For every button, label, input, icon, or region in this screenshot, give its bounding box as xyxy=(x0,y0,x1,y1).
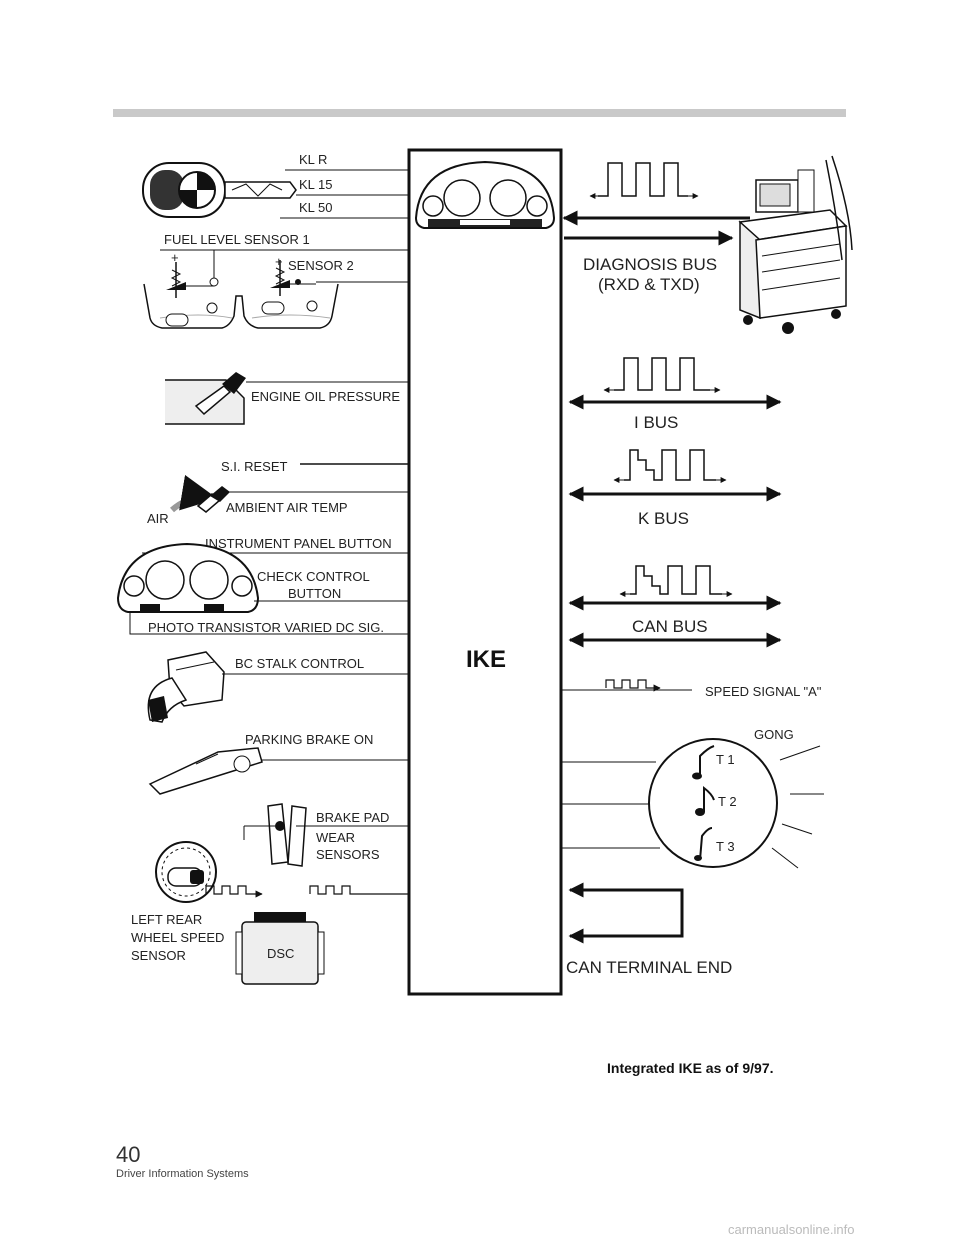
i-bus-pulse xyxy=(614,357,710,391)
watermark: carmanualsonline.info xyxy=(728,1222,855,1237)
ignition-key-icon xyxy=(142,162,297,218)
section-title: Driver Information Systems xyxy=(116,1168,249,1180)
sensors-label: SENSORS xyxy=(316,847,380,862)
kl-50-label: KL 50 xyxy=(299,200,333,215)
photo-transistor-label: PHOTO TRANSISTOR VARIED DC SIG. xyxy=(148,620,384,635)
top-rule xyxy=(113,109,846,117)
bc-stalk-label: BC STALK CONTROL xyxy=(235,656,364,671)
instrument-cluster-icon xyxy=(116,542,260,613)
fuel-sensor-1-label: FUEL LEVEL SENSOR 1 xyxy=(164,232,310,247)
parking-brake-icon xyxy=(148,747,263,795)
gong-circle xyxy=(648,738,824,869)
can-bus-pulse xyxy=(630,565,722,595)
wheel-speed-sensor-icon xyxy=(155,841,217,903)
bc-stalk-icon xyxy=(147,651,225,723)
k-bus-pulse xyxy=(624,449,716,481)
diagnosis-bus-label-1: DIAGNOSIS BUS xyxy=(583,255,717,274)
note-icon-t1 xyxy=(692,745,715,780)
diagnosis-pulse xyxy=(598,162,688,197)
dsc-label: DSC xyxy=(267,946,294,961)
fuel-sensor-2-label: SENSOR 2 xyxy=(288,258,354,273)
ambient-temp-sensor-icon xyxy=(170,474,230,513)
wheel-speed-pulse xyxy=(205,885,263,898)
plus-sign-2: + xyxy=(275,254,283,269)
brake-pad-icon xyxy=(243,803,307,867)
ike-cluster-icon xyxy=(414,160,556,229)
ike-label: IKE xyxy=(466,646,506,673)
can-terminal-loop xyxy=(570,888,684,938)
left-rear-label-3: SENSOR xyxy=(131,948,186,963)
figure-caption: Integrated IKE as of 9/97. xyxy=(607,1060,774,1076)
t2-label: T 2 xyxy=(718,794,737,809)
left-rear-label-1: LEFT REAR xyxy=(131,912,202,927)
can-terminal-label: CAN TERMINAL END xyxy=(566,958,732,977)
can-bus-label: CAN BUS xyxy=(632,617,708,636)
wear-label: WEAR xyxy=(316,830,355,845)
t3-label: T 3 xyxy=(716,839,735,854)
plus-sign-1: + xyxy=(171,250,179,265)
parking-brake-label: PARKING BRAKE ON xyxy=(245,732,373,747)
ike-module-box xyxy=(407,148,563,996)
kl-r-label: KL R xyxy=(299,152,327,167)
panel-button-label: INSTRUMENT PANEL BUTTON xyxy=(205,536,392,551)
t1-label: T 1 xyxy=(716,752,735,767)
page-number: 40 xyxy=(116,1142,141,1167)
ambient-temp-label: AMBIENT AIR TEMP xyxy=(226,500,348,515)
note-icon-t3 xyxy=(694,827,713,861)
left-rear-label-2: WHEEL SPEED xyxy=(131,930,224,945)
si-reset-label: S.I. RESET xyxy=(221,459,288,474)
brake-pad-label: BRAKE PAD xyxy=(316,810,389,825)
fuel-tank-icon: + + xyxy=(143,250,339,329)
oil-pressure-label: ENGINE OIL PRESSURE xyxy=(251,389,400,404)
kl-15-label: KL 15 xyxy=(299,177,333,192)
air-label: AIR xyxy=(147,511,169,526)
dsc-pulse-line xyxy=(309,885,409,895)
k-bus-label: K BUS xyxy=(638,509,689,528)
speed-signal-label: SPEED SIGNAL "A" xyxy=(705,684,822,699)
speed-signal-pulse xyxy=(605,679,661,692)
check-control-label-1: CHECK CONTROL xyxy=(257,569,370,584)
i-bus-label: I BUS xyxy=(634,413,678,432)
diagnosis-tester-icon xyxy=(738,155,853,334)
note-icon-t2 xyxy=(695,785,715,816)
diagnosis-bus-label-2: (RXD & TXD) xyxy=(598,275,700,294)
check-control-label-2: BUTTON xyxy=(288,586,341,601)
oil-pressure-sensor-icon xyxy=(165,372,246,425)
dsc-module: DSC xyxy=(235,912,325,985)
gong-label: GONG xyxy=(754,727,794,742)
